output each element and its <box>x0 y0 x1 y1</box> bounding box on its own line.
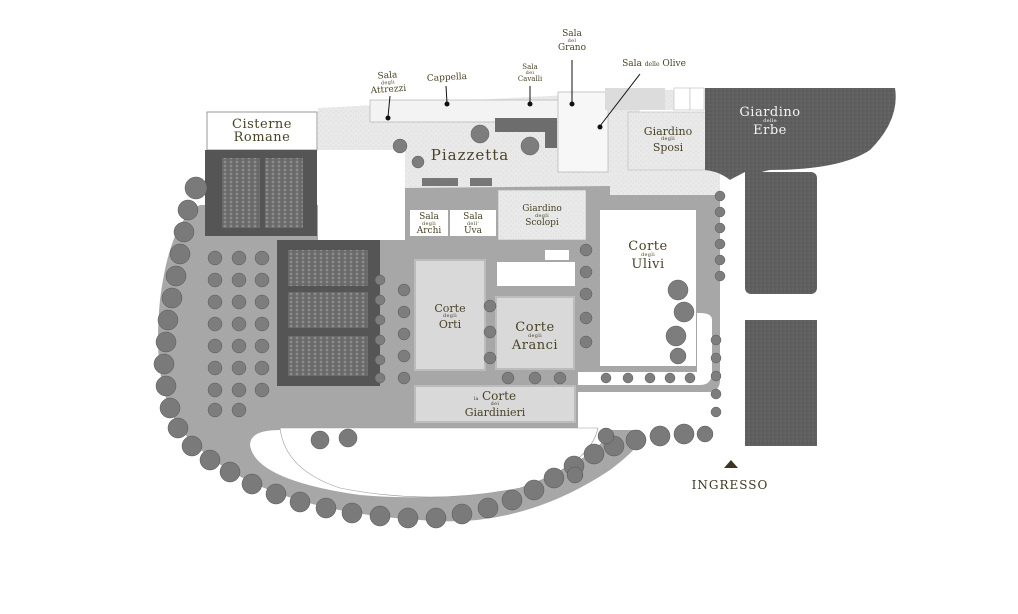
field-bottom-right <box>745 320 817 446</box>
hedge <box>153 176 714 529</box>
paving-strip <box>610 170 720 195</box>
label-giardino-scolopi: Giardino degli Scolopi <box>522 204 562 228</box>
giardino-erbe <box>705 88 896 188</box>
label-corte-ulivi: Corte degli Ulivi <box>628 239 668 272</box>
label-sala-uva: Sala dell' Uva <box>463 212 483 236</box>
label-sala-archi: Sala degli Archi <box>416 212 442 236</box>
tree-grid <box>207 124 726 418</box>
label-corte-aranci: Corte degli Aranci <box>511 320 559 353</box>
cisterne-box <box>206 111 318 151</box>
sala-archi-box <box>410 210 448 236</box>
label-corte-giardinieri: la Corte dei Giardinieri <box>464 389 526 419</box>
label-corte-orti: Corte degli Orti <box>434 302 466 331</box>
corte-orti-area <box>414 259 486 371</box>
label-sala-grano: Sala del Grano <box>557 29 587 53</box>
sala-uva-box <box>450 210 496 236</box>
label-sala-cavalli: Sala dei Cavalli <box>517 63 543 83</box>
label-cisterne-romane: Cisterne Romane <box>232 117 292 145</box>
field-top-right <box>745 172 817 294</box>
label-piazzetta: Piazzetta <box>430 146 510 164</box>
label-sala-attrezzi: Sala degli Attrezzi <box>370 70 407 97</box>
corte-aranci-area <box>495 296 575 370</box>
label-giardino-sposi: Giardino degli Sposi <box>643 125 693 154</box>
label-sala-olive: Sala delle Olive <box>622 59 686 69</box>
ingresso-arrow-icon <box>724 460 738 468</box>
corte-giardinieri-area <box>414 385 576 423</box>
giardino-scolopi-box <box>497 189 587 241</box>
label-giardino-erbe: Giardino delle Erbe <box>739 105 801 138</box>
label-ingresso: INGRESSO <box>691 478 769 492</box>
